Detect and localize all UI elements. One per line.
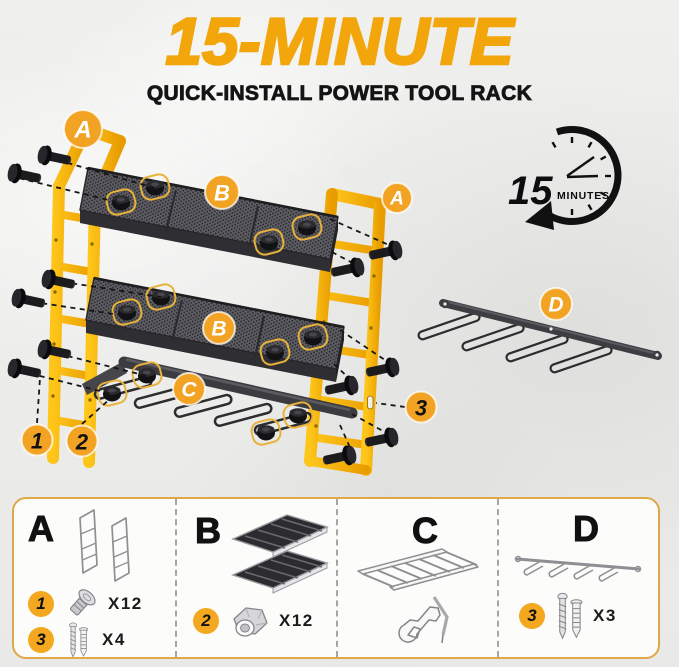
part-label-b-middle: B [202,311,236,345]
page-title: 15-MINUTE [164,4,515,78]
hardware-label-1: 1 [20,423,54,457]
svg-text:C: C [181,379,197,402]
clock-icon: 15 MINUTES [508,126,622,230]
part-label-a-left: A [63,109,103,149]
hardware-badge-3: 3 [519,603,545,629]
qty-label: X12 [279,611,314,630]
hardware-badge-3: 3 [28,627,54,653]
page-subtitle: QUICK-INSTALL POWER TOOL RACK [146,82,533,106]
qty-label: X3 [593,606,617,625]
qty-label: X12 [108,594,143,613]
keyhole-slot [367,395,374,410]
part-letter-b: B [195,510,222,551]
tool-rack-d [416,299,662,375]
parts-column-d: D 3 [497,499,658,657]
hardware-row-screws: 3 X3 [519,591,617,641]
part-label-a-right: A [381,182,413,214]
parts-column-c: C [336,499,497,657]
hex-nut-icon [233,607,268,637]
bolt-icon [69,589,96,616]
part-label-b-top: B [204,174,240,210]
hardware-row-nuts: 2 X12 [193,601,314,641]
hardware-badge-1: 1 [28,591,54,617]
hardware-row-screws: 3 X4 [28,621,126,659]
mesh-shelf-pair-icon [231,514,329,594]
svg-text:3: 3 [415,396,427,421]
svg-text:1: 1 [31,429,43,454]
parts-column-a: A 1 [14,499,175,659]
screw-anchor-icon [69,622,89,658]
svg-text:A: A [389,189,404,210]
svg-text:D: D [548,294,563,317]
qty-label: X4 [102,630,126,649]
parts-list-panel: A 1 [12,497,660,659]
wrench-hex-key-icon [398,596,449,644]
svg-text:B: B [211,318,226,341]
hardware-row-bolts: 1 X12 [28,587,143,621]
hardware-badge-2: 2 [193,608,219,634]
hardware-label-2: 2 [65,424,99,458]
part-letter-c: C [412,510,439,551]
side-bracket-pair-icon [79,509,130,582]
screw-anchor-icon [557,592,583,640]
tool-rack-c [82,356,358,448]
part-letter-a: A [28,508,55,549]
svg-text:A: A [73,117,91,144]
svg-text:B: B [214,181,230,206]
clock-value: 15 [508,169,553,213]
parts-column-b: B 2 [175,499,336,657]
wall-tool-bar-icon [514,555,642,582]
part-label-d: D [539,287,573,321]
part-letter-d: D [573,508,600,549]
clock-unit: MINUTES [557,190,610,202]
tool-holder-rack-icon [357,548,479,591]
svg-text:2: 2 [75,430,89,455]
part-label-c: C [172,372,206,406]
hardware-label-3: 3 [404,390,438,424]
